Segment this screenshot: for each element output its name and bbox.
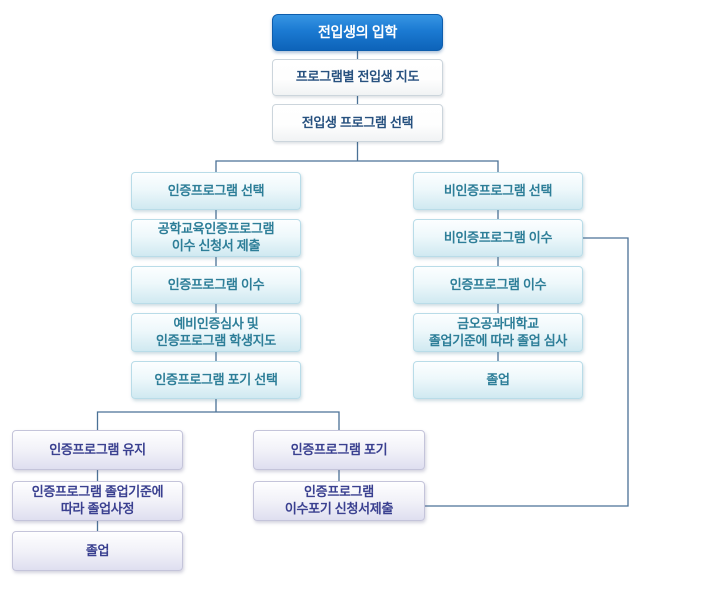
flow-node-univ-grad-review: 금오공과대학교 졸업기준에 따라 졸업 심사: [413, 313, 583, 352]
flow-node-cert-complete-right: 인증프로그램 이수: [413, 266, 583, 304]
flow-node-transfer-program-select: 전입생 프로그램 선택: [272, 104, 443, 142]
connector-split-keep-giveup: [96, 399, 340, 430]
flow-node-grad-right: 졸업: [413, 361, 583, 399]
flow-node-cert-select: 인증프로그램 선택: [131, 172, 301, 210]
flow-node-cert-complete: 인증프로그램 이수: [131, 266, 301, 304]
flow-node-grad-left: 졸업: [12, 531, 183, 571]
connector-split-cert-noncert: [215, 142, 499, 172]
flow-node-start: 전입생의 입학: [272, 14, 443, 51]
flow-node-cert-grad-assess: 인증프로그램 졸업기준에 따라 졸업사정: [12, 481, 183, 521]
flow-node-giveup-submit: 인증프로그램 이수포기 신청서제출: [253, 481, 425, 521]
flow-node-cert-giveup-select: 인증프로그램 포기 선택: [131, 361, 301, 399]
flow-node-noncert-complete: 비인증프로그램 이수: [413, 219, 583, 257]
flow-node-cert-prelim-review: 예비인증심사 및 인증프로그램 학생지도: [131, 313, 301, 352]
flow-node-cert-giveup: 인증프로그램 포기: [253, 430, 425, 470]
flow-node-cert-apply: 공학교육인증프로그램 이수 신청서 제출: [131, 219, 301, 257]
flow-node-cert-keep: 인증프로그램 유지: [12, 430, 183, 470]
flow-node-transfer-guidance: 프로그램별 전입생 지도: [272, 59, 443, 96]
flow-node-noncert-select: 비인증프로그램 선택: [413, 172, 583, 210]
